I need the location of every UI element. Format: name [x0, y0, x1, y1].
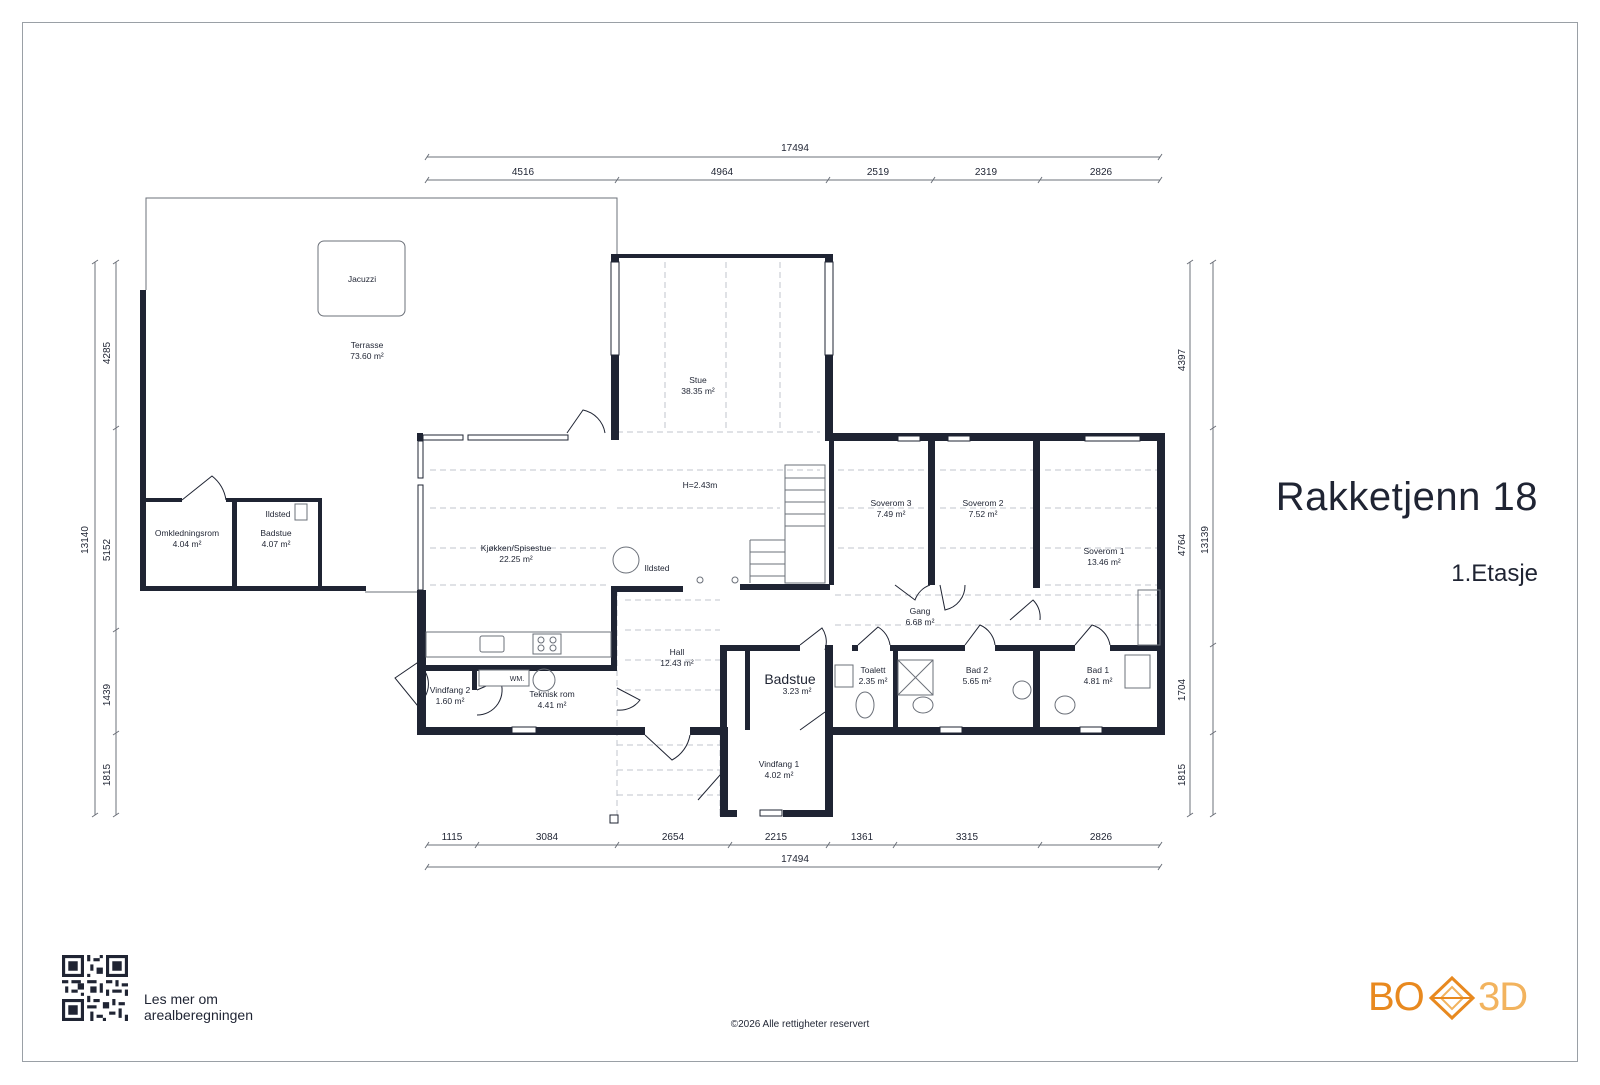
room-label-vindfang2: Vindfang 2 — [430, 685, 471, 695]
dim-top-total: 17494 — [781, 143, 809, 154]
terrace-outline — [145, 197, 618, 290]
fixtures — [294, 503, 1161, 719]
floor-label: 1.Etasje — [1451, 560, 1538, 587]
dim-left-1: 4285 — [102, 341, 113, 364]
walls — [140, 254, 1165, 817]
qr-code-icon[interactable] — [62, 955, 128, 1021]
dim-top-2: 4964 — [711, 167, 734, 178]
dim-bottom-4: 2215 — [765, 832, 788, 843]
room-area-toalett: 2.35 m² — [859, 676, 888, 686]
height-label: H=2.43m — [683, 480, 718, 490]
dim-left-2: 5152 — [102, 538, 113, 561]
room-label-soverom3: Soverom 3 — [870, 498, 911, 508]
room-area-bad2: 5.65 m² — [963, 676, 992, 686]
qr-caption-line2: arealberegningen — [144, 1007, 253, 1023]
diamond-logo-icon — [1428, 975, 1476, 1021]
room-area-kjokken: 22.25 m² — [499, 554, 533, 564]
room-area-stue: 38.35 m² — [681, 386, 715, 396]
qr-caption-line1: Les mer om — [144, 991, 218, 1007]
dim-bottom-3: 2654 — [662, 832, 685, 843]
dim-bottom-7: 2826 — [1090, 832, 1113, 843]
dim-right-1: 4397 — [1177, 348, 1188, 371]
logo-text-left: BO — [1368, 975, 1425, 1019]
staircase — [749, 464, 826, 584]
dim-left-3: 1439 — [102, 683, 113, 706]
room-label-bad1: Bad 1 — [1087, 665, 1109, 675]
dim-right-2: 4764 — [1177, 533, 1188, 556]
room-label-vindfang1: Vindfang 1 — [759, 759, 800, 769]
room-label-badstue: Badstue — [764, 671, 816, 687]
dim-top-3: 2519 — [867, 167, 890, 178]
ildsted-label-badstue: Ildsted — [265, 509, 290, 519]
room-area-soverom1: 13.46 m² — [1087, 557, 1121, 567]
logo-text-right: 3D — [1478, 975, 1528, 1019]
dim-bottom-total: 17494 — [781, 854, 809, 865]
jacuzzi — [317, 240, 406, 317]
property-title: Rakketjenn 18 — [1275, 475, 1538, 519]
room-area-bad1: 4.81 m² — [1084, 676, 1113, 686]
room-area-badstue-ute: 4.07 m² — [262, 539, 291, 549]
room-area-terrasse: 73.60 m² — [350, 351, 384, 361]
room-label-gang: Gang — [910, 606, 931, 616]
dim-right-total: 13139 — [1200, 526, 1211, 554]
room-label-omkledning: Omkledningsrom — [155, 528, 219, 538]
wm-label: WM. — [510, 676, 524, 683]
room-area-vindfang2: 1.60 m² — [436, 696, 465, 706]
qr-caption[interactable]: Les mer om arealberegningen — [144, 991, 253, 1023]
room-area-gang: 6.68 m² — [906, 617, 935, 627]
dim-bottom-2: 3084 — [536, 832, 559, 843]
doors — [181, 409, 1111, 811]
room-label-kjokken: Kjøkken/Spisestue — [481, 543, 552, 553]
dim-bottom-6: 3315 — [956, 832, 979, 843]
room-area-hall: 12.43 m² — [660, 658, 694, 668]
room-labels: Jacuzzi Terrasse 73.60 m² Stue 38.35 m² … — [155, 274, 1125, 780]
room-label-soverom2: Soverom 2 — [962, 498, 1003, 508]
room-area-badstue: 3.23 m² — [783, 686, 812, 696]
ildsted-label-main: Ildsted — [644, 563, 669, 573]
dim-top-1: 4516 — [512, 167, 535, 178]
dim-bottom-5: 1361 — [851, 832, 874, 843]
room-label-hall: Hall — [670, 647, 685, 657]
floor-pattern — [430, 262, 1165, 820]
room-area-omkledning: 4.04 m² — [173, 539, 202, 549]
room-label-toalett: Toalett — [860, 665, 886, 675]
dim-right-3: 1704 — [1177, 678, 1188, 701]
room-area-vindfang1: 4.02 m² — [765, 770, 794, 780]
room-label-terrasse: Terrasse — [351, 340, 384, 350]
room-area-teknisk: 4.41 m² — [538, 700, 567, 710]
room-area-soverom2: 7.52 m² — [969, 509, 998, 519]
dim-top-5: 2826 — [1090, 167, 1113, 178]
dim-top-4: 2319 — [975, 167, 998, 178]
dimension-lines — [91, 153, 1217, 871]
dim-right-4: 1815 — [1177, 763, 1188, 786]
room-label-jacuzzi: Jacuzzi — [348, 274, 376, 284]
page-frame — [22, 22, 1578, 1062]
windows — [417, 261, 1141, 824]
room-area-soverom3: 7.49 m² — [877, 509, 906, 519]
dimension-labels: 17494 4516 4964 2519 2319 2826 1115 3084… — [80, 143, 1211, 865]
room-label-teknisk: Teknisk rom — [529, 689, 574, 699]
dim-left-total: 13140 — [80, 526, 91, 554]
room-label-badstue-ute: Badstue — [260, 528, 291, 538]
dim-bottom-1: 1115 — [442, 832, 463, 843]
copyright-text: ©2026 Alle rettigheter reservert — [730, 1019, 870, 1030]
room-label-stue: Stue — [689, 375, 707, 385]
room-label-soverom1: Soverom 1 — [1083, 546, 1124, 556]
room-label-bad2: Bad 2 — [966, 665, 988, 675]
dim-left-4: 1815 — [102, 763, 113, 786]
